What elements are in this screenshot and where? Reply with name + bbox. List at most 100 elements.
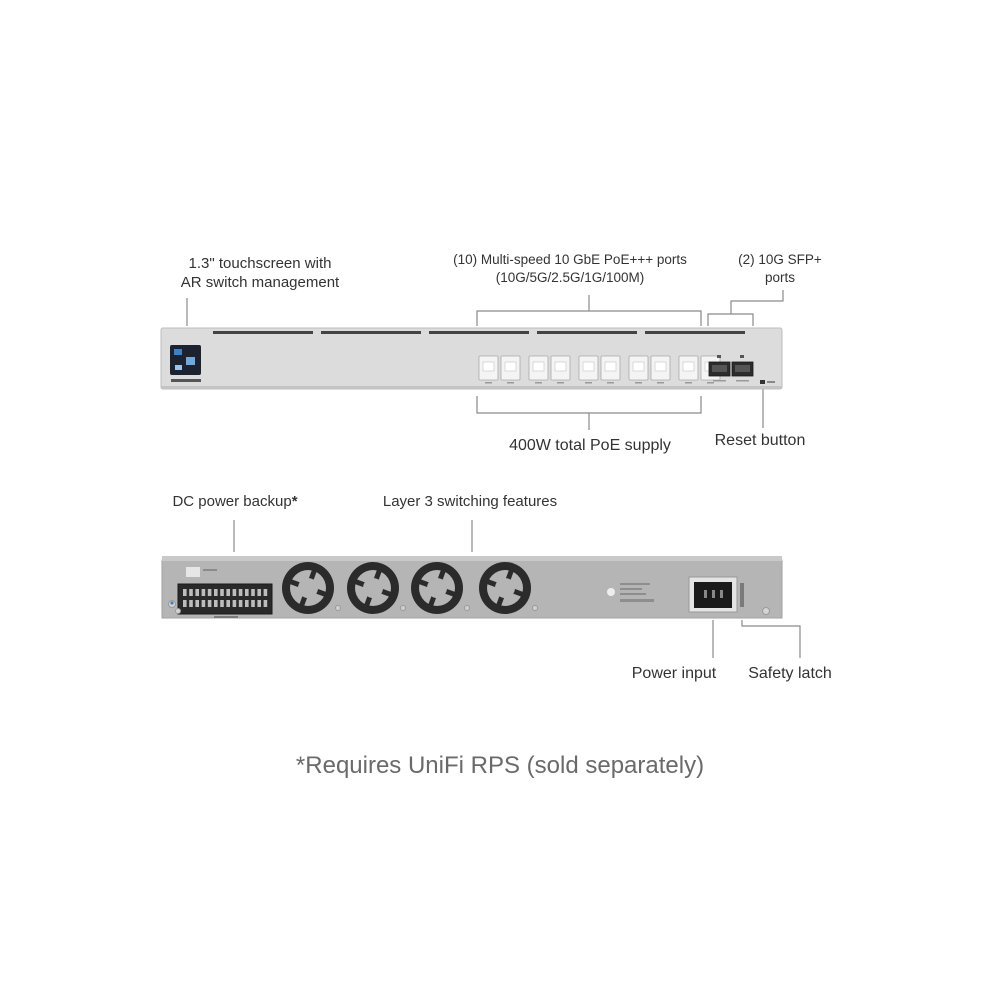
rj45-port-jack	[554, 361, 567, 372]
sfp-ports-callout-line2: ports	[764, 270, 795, 285]
touchscreen-callout: 1.3" touchscreen with AR switch manageme…	[150, 254, 370, 292]
power-input-callout: Power input	[631, 665, 717, 682]
dc-pin	[238, 589, 243, 596]
rear-info-text	[620, 588, 642, 590]
rj45-port-label	[507, 382, 514, 384]
rj45-port-label	[685, 382, 692, 384]
dc-pin	[245, 589, 249, 596]
dc-pin	[232, 589, 237, 596]
sfp-port-label	[713, 380, 726, 382]
rj45-port-label	[485, 382, 492, 384]
touchscreen-callout-line2: AR switch management	[180, 274, 340, 291]
front-chassis-bottom-edge	[161, 386, 782, 389]
sfp-ports-bracket	[707, 313, 754, 326]
dc-connector-label	[214, 616, 238, 618]
rear-info-text	[620, 599, 654, 602]
leader-lines	[186, 290, 801, 658]
dc-pin	[220, 600, 224, 607]
fan-hub	[427, 578, 447, 598]
dc-power-connector	[177, 583, 273, 615]
poe-supply-callout: 400W total PoE supply	[509, 437, 671, 454]
layer3-callout: Layer 3 switching features	[382, 493, 558, 510]
fan-screw	[464, 605, 470, 611]
dc-pin	[207, 600, 212, 607]
dc-pin	[201, 600, 206, 607]
reset-button-callout: Reset button	[714, 432, 806, 449]
vent-slot	[429, 331, 529, 334]
rear-info-text	[620, 583, 650, 585]
touchscreen-glow	[175, 365, 182, 370]
sfp-port-cage	[735, 365, 750, 372]
sfp-port-led	[740, 355, 744, 358]
poe-ports-callout-line1: (10) Multi-speed 10 GbE PoE+++ ports	[453, 252, 687, 267]
brand-badge	[171, 379, 201, 382]
dc-label-sticker	[186, 567, 200, 577]
dc-pin	[195, 589, 199, 596]
front-vent-slots	[213, 331, 745, 334]
dc-pin	[201, 589, 206, 596]
poe-supply-bracket	[476, 396, 702, 414]
rj45-port-jack	[682, 361, 695, 372]
dc-pin	[232, 600, 237, 607]
vent-slot	[645, 331, 745, 334]
fan-hub	[298, 578, 318, 598]
rear-screw	[175, 608, 181, 614]
reset-button	[760, 380, 765, 384]
rj45-port-label	[635, 382, 642, 384]
touchscreen-glow	[174, 349, 182, 355]
rear-chassis-top-edge	[162, 556, 782, 561]
dc-pin	[207, 589, 212, 596]
dc-pin	[251, 589, 255, 596]
rj45-port-label	[607, 382, 614, 384]
footnote: *Requires UniFi RPS (sold separately)	[295, 752, 705, 779]
rj45-port-label	[707, 382, 714, 384]
sfp-ports-stem	[730, 290, 784, 314]
fan-screw	[335, 605, 341, 611]
dc-pin	[245, 600, 249, 607]
dc-pin	[214, 589, 218, 596]
dc-pin	[214, 600, 218, 607]
power-inlet-pin	[712, 590, 715, 598]
safety-latch	[740, 583, 744, 607]
dc-pin	[251, 600, 255, 607]
dc-connector-pins	[183, 589, 268, 607]
rj45-port-jack	[482, 361, 495, 372]
rj45-port-label	[535, 382, 542, 384]
rear-screw	[762, 607, 770, 615]
fan	[347, 562, 406, 614]
front-panel	[160, 327, 783, 390]
ground-screw-blue	[170, 601, 174, 605]
poe-ports-callout: (10) Multi-speed 10 GbE PoE+++ ports (10…	[420, 251, 720, 287]
fan-screw	[400, 605, 406, 611]
sfp-port-group	[708, 355, 754, 382]
dc-pin	[189, 600, 193, 607]
rj45-port-label	[557, 382, 564, 384]
dc-label-text	[203, 569, 217, 571]
rj45-port-label	[585, 382, 592, 384]
sfp-port-led	[717, 355, 721, 358]
rj45-port-jack	[654, 361, 667, 372]
reset-label-mark	[767, 381, 775, 383]
safety-latch-leader	[741, 620, 801, 658]
rj45-port-jack	[632, 361, 645, 372]
rj45-port-jack	[504, 361, 517, 372]
poe-ports-callout-line2: (10G/5G/2.5G/1G/100M)	[495, 270, 645, 285]
dc-pin	[195, 600, 199, 607]
dc-power-asterisk: *	[291, 493, 298, 510]
fan	[479, 562, 538, 614]
sfp-port-cage	[712, 365, 727, 372]
fan-hub	[495, 578, 515, 598]
fan-screw	[532, 605, 538, 611]
sfp-ports-callout-line1: (2) 10G SFP+	[738, 252, 822, 267]
ubiquiti-logo-mark	[607, 588, 615, 596]
fan	[282, 562, 341, 614]
dc-pin	[183, 600, 187, 607]
vent-slot	[537, 331, 637, 334]
sfp-port-label	[736, 380, 749, 382]
rj45-port-label	[657, 382, 664, 384]
dc-pin	[189, 589, 193, 596]
dc-pin	[226, 600, 230, 607]
dc-power-backup-text: DC power backup	[172, 493, 292, 510]
touchscreen-callout-line1: 1.3" touchscreen with	[188, 255, 332, 272]
